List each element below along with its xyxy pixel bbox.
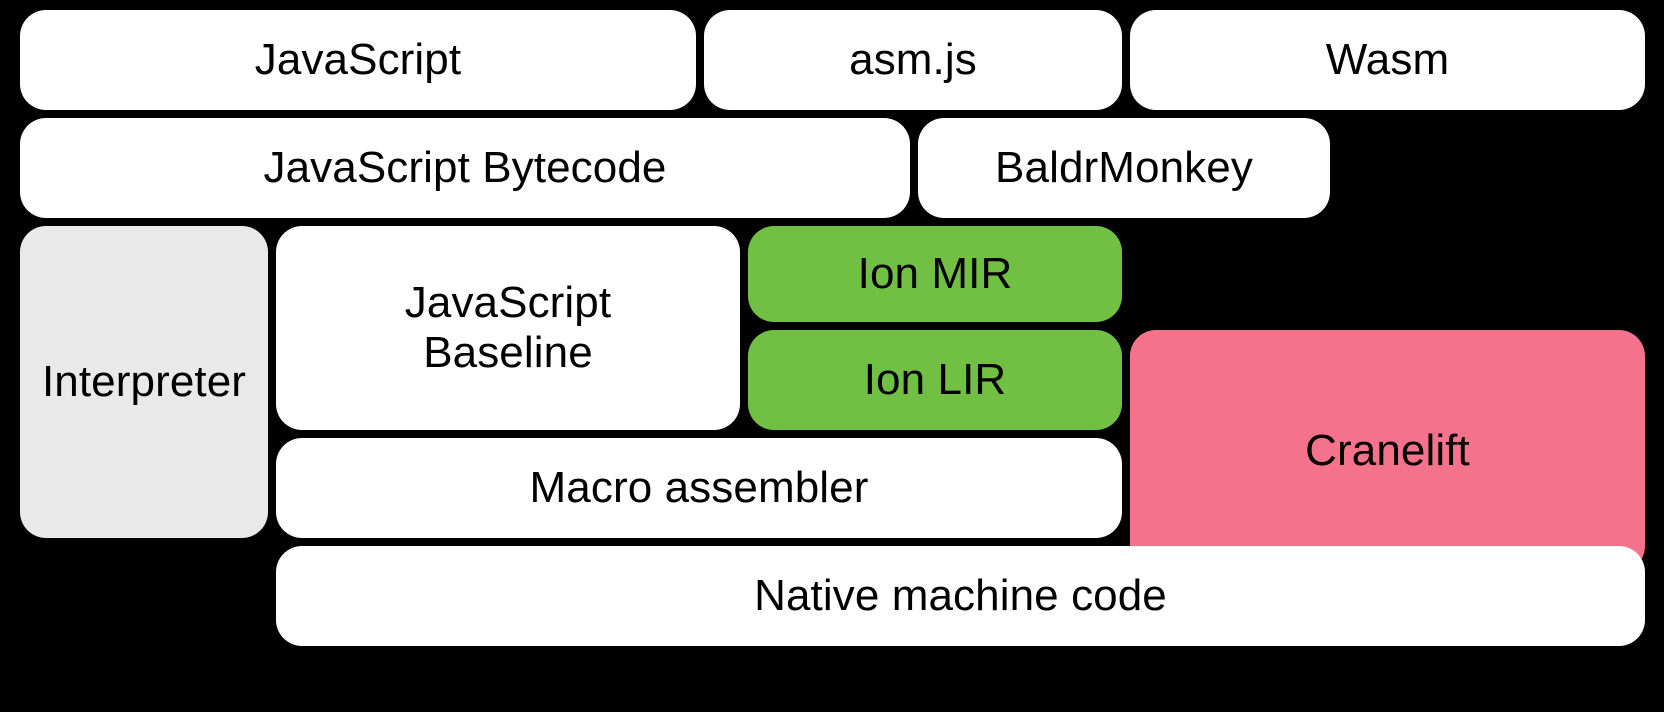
node-baldrmonkey[interactable]: BaldrMonkey xyxy=(918,118,1330,218)
node-macro-assembler[interactable]: Macro assembler xyxy=(276,438,1122,538)
node-ion-mir[interactable]: Ion MIR xyxy=(748,226,1122,322)
node-cranelift[interactable]: Cranelift xyxy=(1130,330,1645,572)
node-javascript-baseline[interactable]: JavaScript Baseline xyxy=(276,226,740,430)
node-javascript[interactable]: JavaScript xyxy=(20,10,696,110)
node-ion-lir[interactable]: Ion LIR xyxy=(748,330,1122,430)
node-asmjs[interactable]: asm.js xyxy=(704,10,1122,110)
node-native-machine-code[interactable]: Native machine code xyxy=(276,546,1645,646)
node-javascript-bytecode[interactable]: JavaScript Bytecode xyxy=(20,118,910,218)
node-wasm[interactable]: Wasm xyxy=(1130,10,1645,110)
node-interpreter[interactable]: Interpreter xyxy=(20,226,268,538)
